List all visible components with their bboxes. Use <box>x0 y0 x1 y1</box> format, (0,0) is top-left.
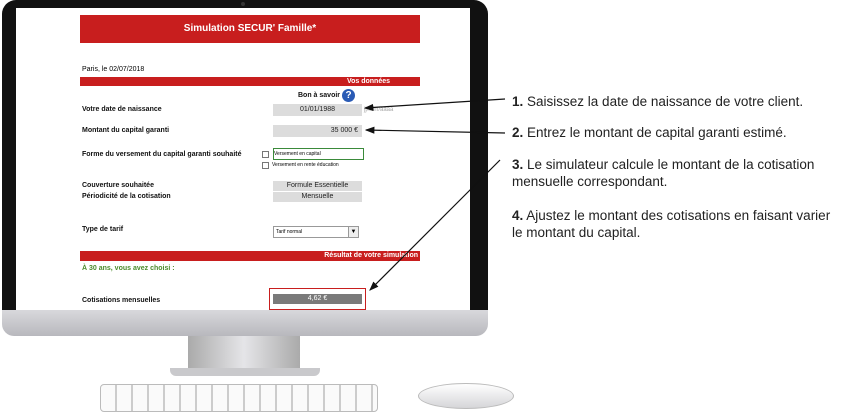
arrow-3 <box>369 159 501 291</box>
sheet-title: Simulation SECUR' Famille* <box>80 15 420 43</box>
step-2: 2. Entrez le montant de capital garanti … <box>512 125 787 140</box>
option-capital[interactable]: Versement en capital <box>273 148 364 160</box>
option-rente[interactable]: Versement en rente éducation <box>272 162 339 168</box>
age-line: À 30 ans, vous avez choisi : <box>82 265 175 272</box>
monitor-stand <box>188 336 300 370</box>
screen: Simulation SECUR' Famille* Paris, le 02/… <box>16 8 470 310</box>
versement-label: Forme du versement du capital garanti so… <box>82 151 242 158</box>
cotisation-value: 4,62 € <box>273 294 362 304</box>
keyboard <box>100 384 378 412</box>
camera-icon <box>241 2 245 6</box>
arrow-1 <box>363 98 506 112</box>
result-highlight <box>269 288 366 310</box>
monitor-chin <box>2 310 488 336</box>
help-icon[interactable]: ? <box>342 89 355 102</box>
couverture-value[interactable]: Formule Essentielle <box>273 181 362 191</box>
periodicite-label: Périodicité de la cotisation <box>82 193 171 200</box>
capital-label: Montant du capital garanti <box>82 127 170 134</box>
birthdate-label: Votre date de naissance <box>82 106 162 113</box>
tarif-select[interactable]: Tarif normal ▼ <box>273 226 359 238</box>
step-3: 3. Le simulateur calcule le montant de l… <box>512 157 815 189</box>
chevron-down-icon[interactable]: ▼ <box>348 227 358 237</box>
tarif-label: Type de tarif <box>82 226 124 233</box>
monitor-base <box>170 368 320 376</box>
section-resultat: Résultat de votre simulation <box>80 251 420 261</box>
section-vos-donnees: Vos données <box>80 77 420 86</box>
birthdate-hint: jj/mm/aaaa <box>364 107 394 113</box>
couverture-label: Couverture souhaitée <box>82 182 154 189</box>
arrow-2 <box>364 126 506 134</box>
step-4: 4. Ajustez le montant des cotisations en… <box>512 208 831 240</box>
bon-a-savoir: Bon à savoir <box>298 92 341 99</box>
checkbox-rente[interactable] <box>262 162 269 169</box>
tarif-select-value: Tarif normal <box>276 229 303 235</box>
checkbox-capital[interactable] <box>262 151 269 158</box>
birthdate-input[interactable]: 01/01/1988 <box>273 104 362 116</box>
mouse <box>418 383 514 409</box>
periodicite-value[interactable]: Mensuelle <box>273 192 362 202</box>
date-line: Paris, le 02/07/2018 <box>82 66 145 73</box>
capital-input[interactable]: 35 000 € <box>273 125 362 137</box>
cotisation-label: Cotisations mensuelles <box>82 297 161 304</box>
step-1: 1. Saisissez la date de naissance de vot… <box>512 94 804 109</box>
